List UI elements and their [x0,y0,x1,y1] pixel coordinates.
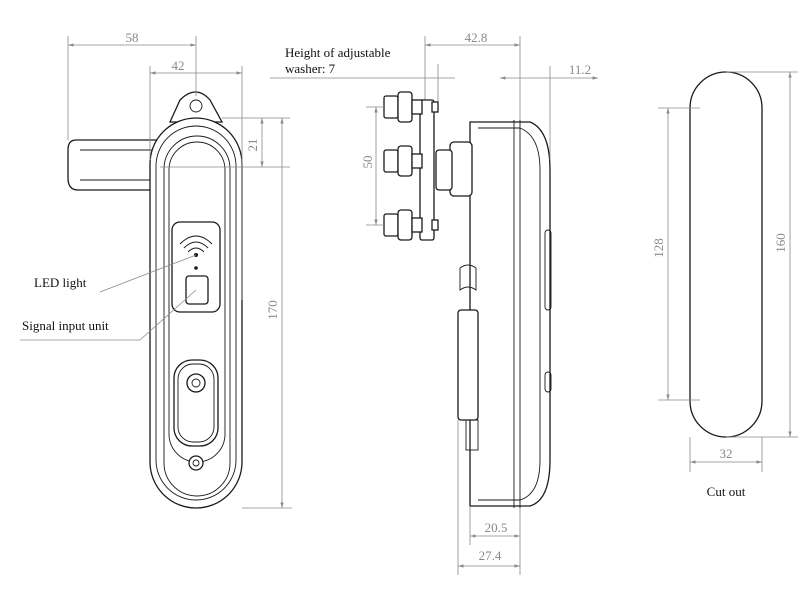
key-cylinder-housing [173,359,219,447]
washer-note-line1: Height of adjustable [285,45,391,60]
dim-cutout-inner: 128 [651,238,666,258]
callout-led-light: LED light [34,275,87,290]
cutout-caption: Cut out [707,484,746,499]
washer-plate [419,99,435,241]
bottom-stud [383,209,439,241]
dim-stud-spacing: 50 [360,156,375,169]
fingerprint-window [185,275,209,305]
callout-signal-input: Signal input unit [22,318,109,333]
dim-depth-total: 42.8 [465,30,488,45]
rfid-wave-icon [179,235,213,257]
dim-depth-b: 27.4 [479,548,502,563]
bottom-screw-icon [188,455,204,471]
dim-cutout-outer: 160 [773,233,788,253]
mounting-hole-icon [189,99,203,113]
keyhole-icon [186,373,206,393]
handle-lever [67,139,161,191]
back-plate [457,309,479,421]
side-view: Height of adjustable washer: 7 [270,30,598,575]
dim-top-offset: 21 [245,139,260,152]
mounting-ear [168,91,224,123]
dim-height: 170 [265,300,280,320]
dim-width-overall: 58 [126,30,139,45]
dim-front-depth: 11.2 [569,62,591,77]
lock-body-outer [149,117,243,509]
led-light-icon [194,266,198,270]
front-view: 58 42 21 170 LED light Signal input unit [20,30,292,509]
cutout-shape [689,71,763,438]
side-body [469,121,551,507]
cutout-view: 128 160 32 Cut out [651,71,798,499]
spindle [449,141,473,197]
washer-note-line2: washer: 7 [285,61,336,76]
dim-cutout-width: 32 [720,446,733,461]
middle-stud [383,145,423,177]
dim-width-body: 42 [172,58,185,73]
dim-depth-a: 20.5 [485,520,508,535]
top-stud [383,91,439,123]
